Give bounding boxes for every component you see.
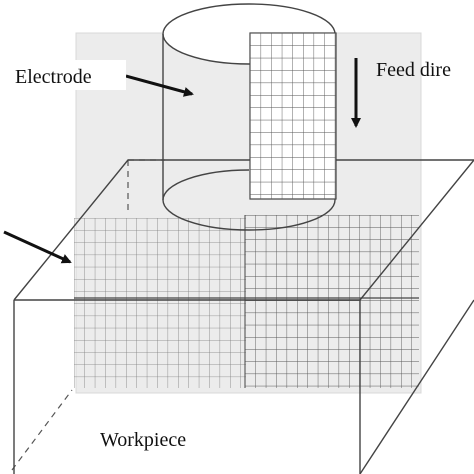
electrode-label: Electrode	[15, 66, 92, 88]
workpiece-hidden-edges	[11, 159, 165, 471]
electrode-label-bg	[12, 60, 126, 90]
workpiece-section-grid-right	[245, 215, 419, 388]
feed-direction-label: Feed dire	[376, 59, 451, 81]
electrode-section-grid-lines	[250, 33, 336, 199]
workpiece-label: Workpiece	[100, 429, 186, 451]
workpiece-section-grid-left	[74, 218, 246, 388]
section-pointer-arrow	[3, 230, 72, 264]
electrode-pointer-arrow	[125, 74, 194, 97]
